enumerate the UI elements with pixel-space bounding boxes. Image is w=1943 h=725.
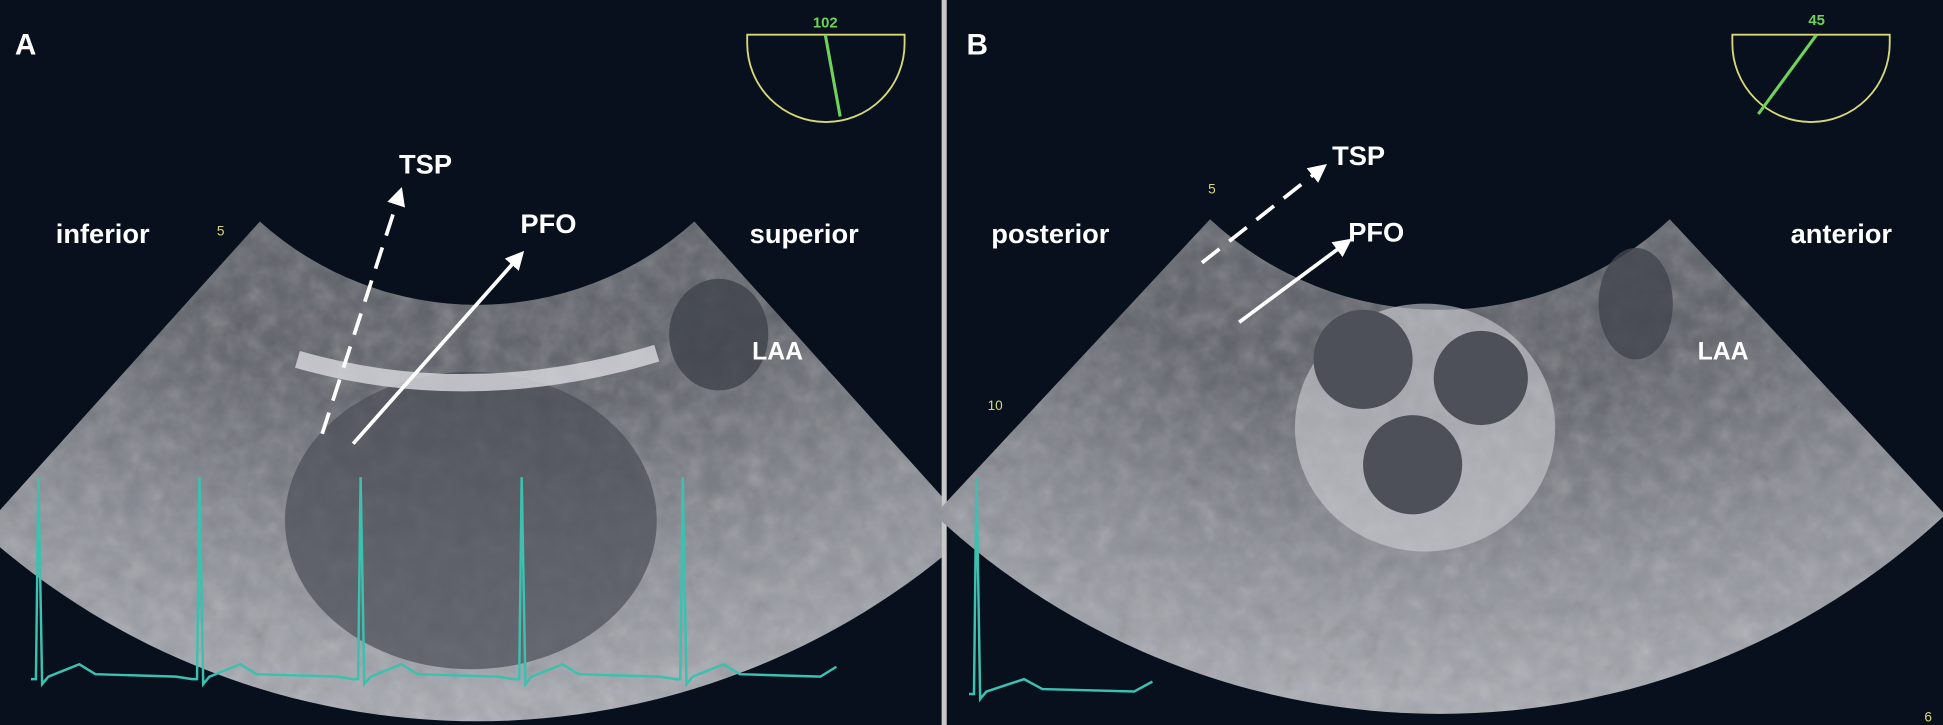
orientation-label-right: superior bbox=[750, 218, 859, 249]
tsp-label: TSP bbox=[399, 149, 452, 180]
probe-angle-needle bbox=[1757, 33, 1818, 115]
aortic-cusp bbox=[1313, 309, 1413, 409]
orientation-label-left: inferior bbox=[56, 218, 150, 249]
septum bbox=[295, 344, 660, 392]
depth-marker: 10 bbox=[988, 398, 1004, 413]
orientation-label-right: anterior bbox=[1791, 218, 1893, 249]
panel-divider bbox=[941, 0, 947, 725]
panel-a: 102 A inferior superior TSP PFO LAA 5 bbox=[0, 0, 973, 725]
depth-marker: 5 bbox=[1208, 181, 1216, 196]
ecg-trace-a bbox=[30, 477, 838, 688]
probe-angle-needle bbox=[823, 34, 842, 117]
pfo-arrow bbox=[351, 250, 525, 445]
probe-angle-indicator-a: 102 bbox=[746, 15, 906, 124]
tsp-arrow bbox=[1200, 164, 1327, 265]
pfo-label: PFO bbox=[520, 208, 576, 239]
laa-label: LAA bbox=[1698, 338, 1749, 365]
depth-marker: 6 bbox=[1924, 709, 1932, 724]
panel-letter: A bbox=[15, 29, 36, 62]
atrium-cavity bbox=[285, 371, 657, 670]
tsp-arrow bbox=[320, 186, 405, 435]
aortic-cusp bbox=[1363, 415, 1463, 515]
panel-b: 45 B posterior anterior TSP PFO LAA 5 10… bbox=[934, 0, 1943, 725]
depth-marker: 5 bbox=[217, 223, 225, 238]
tsp-label: TSP bbox=[1332, 140, 1385, 171]
probe-angle-value: 102 bbox=[813, 15, 838, 31]
panel-letter: B bbox=[967, 29, 988, 62]
probe-angle-indicator-b: 45 bbox=[1731, 13, 1891, 124]
ecg-trace-b bbox=[969, 477, 1154, 703]
probe-angle-value: 45 bbox=[1808, 13, 1825, 29]
laa-cavity bbox=[1598, 247, 1673, 360]
laa-cavity bbox=[669, 278, 769, 391]
laa-label: LAA bbox=[752, 338, 803, 365]
pfo-label: PFO bbox=[1348, 217, 1404, 248]
orientation-label-left: posterior bbox=[991, 218, 1109, 249]
aortic-cusp bbox=[1433, 330, 1528, 426]
pfo-arrow bbox=[1238, 238, 1352, 324]
